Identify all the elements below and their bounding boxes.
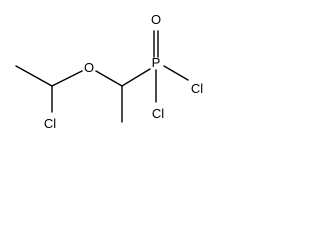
bond-chcl-to-ether-o <box>51 70 83 87</box>
bond-ch3-left-to-chcl <box>15 65 53 87</box>
molecule-svg: O P O Cl Cl Cl <box>15 12 203 131</box>
atom-phosphorus: P <box>152 55 161 70</box>
chemical-structure-diagram: O P O Cl Cl Cl <box>0 0 220 150</box>
atom-oxygen-double: O <box>151 12 161 27</box>
atom-chlorine-p-bottom: Cl <box>152 106 164 121</box>
atom-chlorine-left: Cl <box>44 116 56 131</box>
atom-chlorine-p-right: Cl <box>191 81 203 96</box>
bond-ch-to-phosphorus <box>121 68 151 87</box>
bond-p-to-cl-right <box>163 65 189 81</box>
atom-oxygen-ether: O <box>84 60 94 75</box>
bond-ether-o-to-ch <box>95 70 123 87</box>
